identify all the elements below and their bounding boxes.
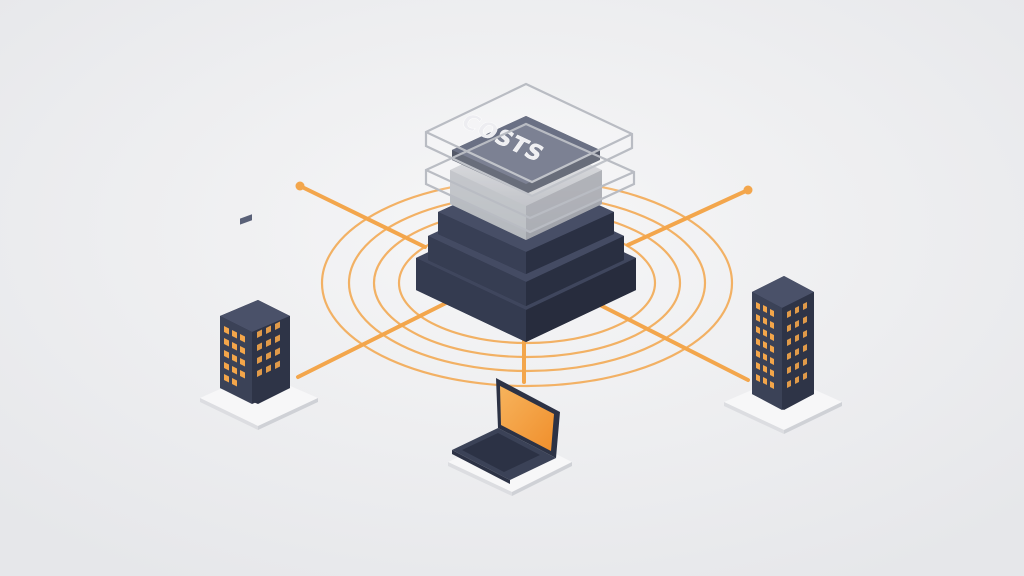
- glass-layers: [424, 82, 636, 234]
- tower-right-windows: [756, 302, 774, 389]
- office-building-icon: [200, 214, 318, 430]
- office-tower-icon: [724, 276, 842, 434]
- server-stack-icon: COSTS: [416, 82, 636, 342]
- building-left-windows: [224, 326, 245, 387]
- laptop-icon: [448, 378, 572, 496]
